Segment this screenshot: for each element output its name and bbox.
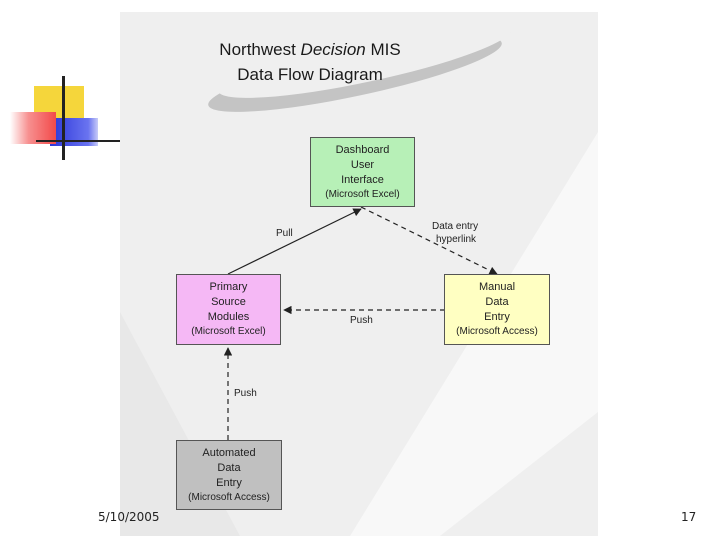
hyperlink-arrow — [360, 206, 498, 275]
node-automated-line2: Data — [217, 462, 241, 474]
node-dashboard-line2: User — [350, 159, 375, 171]
node-automated-sub: (Microsoft Access) — [188, 492, 270, 503]
node-manual-sub: (Microsoft Access) — [456, 326, 538, 337]
diagram-title: Northwest Decision MIS — [130, 40, 490, 60]
node-manual-entry[interactable]: Manual Data Entry (Microsoft Access) — [444, 274, 550, 345]
node-automated-line1: Automated — [202, 447, 256, 459]
deco-vertical-line — [62, 76, 65, 160]
node-manual-line3: Entry — [484, 311, 510, 323]
title-emphasis: Decision — [300, 40, 366, 59]
footer-date: 5/10/2005 — [98, 510, 160, 524]
edge-label-pull: Pull — [276, 228, 293, 239]
diagram-subtitle: Data Flow Diagram — [237, 65, 383, 84]
edge-label-push-automated: Push — [234, 388, 257, 399]
node-dashboard-sub: (Microsoft Excel) — [325, 189, 400, 200]
edge-label-hyperlink-1: Data entry — [432, 221, 479, 232]
node-primary-source[interactable]: Primary Source Modules (Microsoft Excel) — [176, 274, 281, 345]
node-primary-line1: Primary — [209, 281, 248, 293]
node-manual-line2: Data — [485, 296, 509, 308]
node-automated-line3: Entry — [216, 477, 242, 489]
title-prefix: Northwest — [219, 40, 301, 59]
node-dashboard-line3: Interface — [341, 174, 384, 186]
node-dashboard[interactable]: Dashboard User Interface (Microsoft Exce… — [310, 137, 415, 207]
edge-label-hyperlink-2: hyperlink — [436, 234, 477, 245]
edge-label-push-manual: Push — [350, 315, 373, 326]
pull-arrow — [227, 208, 362, 275]
deco-red-square — [10, 112, 56, 144]
node-manual-line1: Manual — [478, 281, 516, 293]
footer-page-number: 17 — [681, 510, 697, 524]
title-suffix: MIS — [365, 40, 401, 59]
node-primary-line3: Modules — [207, 311, 250, 323]
node-primary-sub: (Microsoft Excel) — [191, 326, 266, 337]
node-automated-entry[interactable]: Automated Data Entry (Microsoft Access) — [176, 440, 282, 510]
node-dashboard-line1: Dashboard — [335, 144, 390, 156]
deco-horizontal-line — [36, 140, 120, 142]
node-primary-line2: Source — [211, 296, 246, 308]
